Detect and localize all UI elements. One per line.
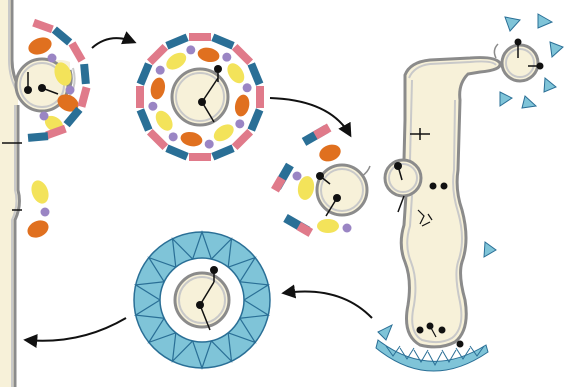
- adaptor-subunit: [156, 66, 165, 75]
- membrane-adaptor-cluster: [25, 178, 52, 241]
- uncoating-vesicle: [271, 124, 370, 237]
- adaptor-subunit: [148, 102, 157, 111]
- adaptor-subunit: [205, 140, 214, 149]
- coated-bud: [16, 19, 90, 142]
- coated-vesicle: [133, 30, 267, 164]
- clathrin-coated-vesicle: [134, 232, 270, 368]
- coat-protein: [189, 33, 211, 41]
- coat-protein: [136, 86, 144, 108]
- coat-protein: [189, 153, 211, 161]
- flow-arrow: [92, 38, 134, 48]
- adaptor-subunit: [222, 53, 231, 62]
- recycling-vesicle: [494, 14, 563, 108]
- endosome: [385, 58, 500, 347]
- flow-arrow: [270, 98, 350, 135]
- flow-arrow: [26, 318, 126, 341]
- adaptor-subunit: [186, 45, 195, 54]
- coat-protein: [256, 86, 264, 108]
- adaptor-subunit: [243, 83, 252, 92]
- flow-arrow: [284, 291, 372, 318]
- adaptor-subunit: [169, 132, 178, 141]
- adaptor-subunit: [235, 119, 244, 128]
